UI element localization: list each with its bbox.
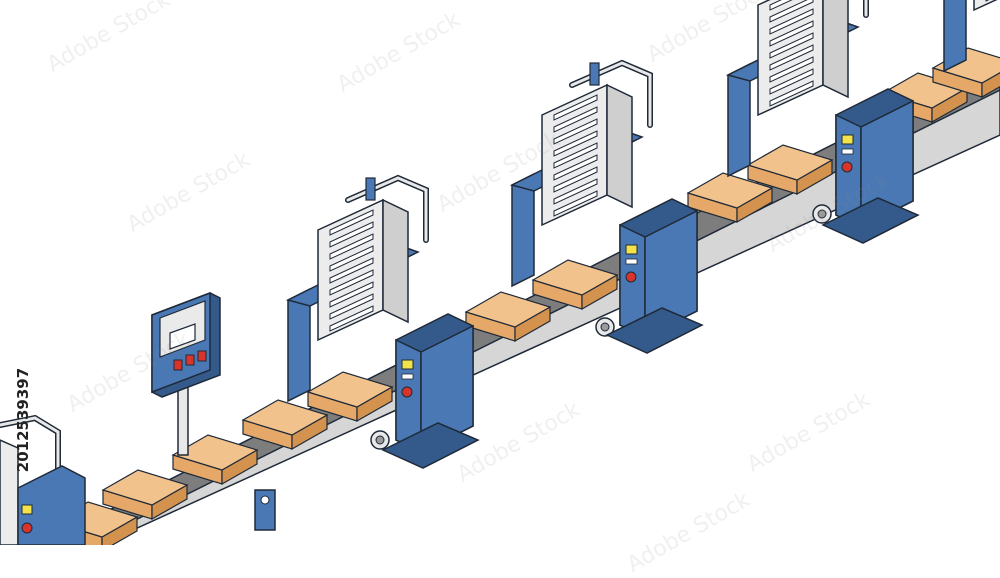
bread-loaf-icon [686, 172, 774, 209]
press-vent [553, 142, 598, 169]
stock-id-text: 201253939​7 [14, 367, 32, 473]
press-vent [769, 0, 793, 11]
press-vent [769, 68, 814, 95]
press-machine-icon [725, 0, 920, 244]
press-vent [329, 305, 374, 332]
press-vent [769, 44, 814, 71]
press-vent [329, 245, 374, 272]
press-stop-button [21, 522, 33, 534]
bread-loaf-icon [171, 434, 259, 471]
press-machine-icon [285, 174, 480, 469]
press-block-side [822, 0, 849, 99]
press-pillar-face [860, 99, 914, 229]
press-display [21, 504, 33, 515]
press-vent [553, 190, 598, 217]
conveyor-belt [39, 47, 1000, 545]
press-handle [0, 416, 60, 472]
bread-loaf-icon [101, 469, 189, 506]
press-machine-icon [0, 414, 86, 545]
press-vent [329, 221, 374, 248]
belt-support-leg [254, 489, 276, 531]
bread-loaf-icon [531, 259, 619, 296]
stock-id-label: 201253939​7 [10, 300, 36, 540]
press-vent [769, 0, 814, 23]
press-vent [329, 257, 374, 284]
press-vent [329, 281, 374, 308]
roller-hub [375, 435, 385, 445]
roller-hub [600, 322, 610, 332]
press-piston [589, 62, 600, 86]
press-machine-icon [509, 59, 704, 354]
belt-support-bolt [260, 495, 270, 505]
press-vent [553, 166, 598, 193]
panel-button [197, 350, 207, 362]
press-display [401, 359, 414, 370]
bread-loaf-icon [306, 371, 394, 408]
roller-hub [817, 209, 827, 219]
panel-screen [169, 323, 196, 350]
press-label-plate [625, 258, 638, 265]
press-vent [553, 118, 598, 145]
press-stop-button [841, 161, 853, 173]
press-label-plate [401, 373, 414, 380]
press-display [625, 244, 638, 255]
press-label-plate [841, 148, 854, 155]
press-vent [329, 233, 374, 260]
press-vent [553, 106, 598, 133]
bread-loaf-icon [746, 144, 834, 181]
press-vent [769, 56, 814, 83]
press-vent [769, 32, 814, 59]
bread-loaf-icon [241, 399, 329, 436]
press-block-front [0, 439, 19, 545]
press-base [381, 422, 480, 469]
press-block-front [973, 0, 998, 12]
press-vent [553, 154, 598, 181]
press-base [605, 307, 704, 354]
press-frame-back [943, 0, 967, 73]
press-vent [329, 269, 374, 296]
press-base [821, 197, 920, 244]
press-stop-button [401, 386, 413, 398]
press-vent [329, 209, 374, 236]
bread-loaf-icon [464, 291, 552, 328]
press-machines [0, 0, 998, 545]
production-line-scene [0, 0, 1000, 545]
press-vent [985, 0, 990, 2]
control-panel [151, 291, 221, 456]
panel-button [173, 359, 183, 371]
press-vent [769, 80, 814, 107]
press-pillar-face [420, 324, 474, 454]
press-vent [553, 130, 598, 157]
press-pillar-face [17, 465, 86, 545]
panel-stand [177, 379, 189, 456]
press-vent [553, 178, 598, 205]
press-display [841, 134, 854, 145]
bread-loaf-end [981, 72, 1000, 99]
press-vent [553, 94, 598, 121]
press-vent [769, 8, 814, 35]
press-vent [769, 20, 814, 47]
press-pillar-face [644, 209, 698, 339]
press-piston [365, 177, 376, 201]
press-block-side [382, 198, 409, 324]
press-stop-button [625, 271, 637, 283]
panel-button [185, 354, 195, 366]
press-vent [329, 293, 374, 320]
press-machine-icon [943, 0, 998, 73]
press-block-side [606, 83, 633, 209]
